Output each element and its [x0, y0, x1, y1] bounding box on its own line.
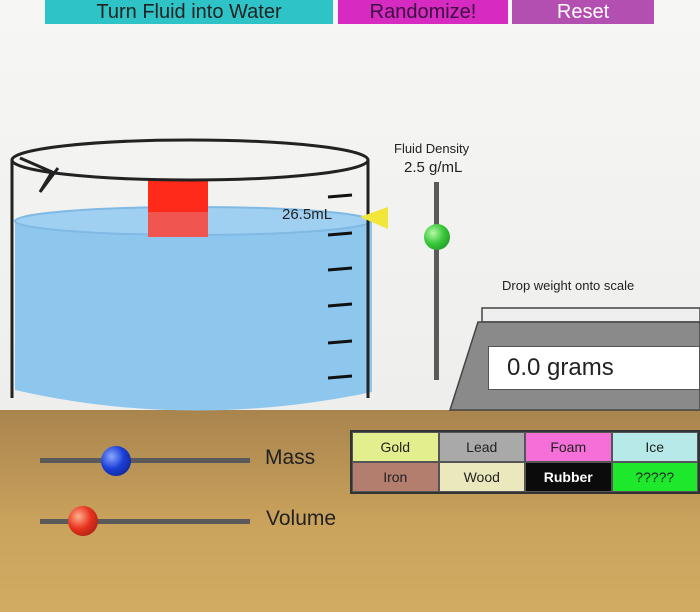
volume-slider-knob[interactable] — [68, 506, 98, 536]
fluid-density-value: 2.5 g/mL — [404, 159, 463, 176]
material-iron-button[interactable]: Iron — [352, 462, 439, 492]
scale-pan — [481, 307, 700, 323]
reset-button[interactable]: Reset — [512, 0, 654, 24]
randomize-button[interactable]: Randomize! — [338, 0, 508, 24]
scale-display: 0.0 grams — [488, 346, 700, 390]
beaker — [10, 138, 372, 411]
graduation-marks — [327, 193, 353, 380]
material-lead-button[interactable]: Lead — [438, 432, 525, 462]
red-block-submerged — [148, 212, 208, 237]
fluid-density-track[interactable] — [434, 182, 439, 380]
material-mystery-button[interactable]: ????? — [611, 462, 698, 492]
beaker-rim — [10, 138, 370, 182]
fluid-density-knob[interactable] — [424, 224, 450, 250]
material-gold-button[interactable]: Gold — [352, 432, 439, 462]
water-fill — [15, 220, 372, 411]
mass-slider-track[interactable] — [40, 458, 250, 463]
fluid-density-title: Fluid Density — [394, 141, 470, 156]
material-ice-button[interactable]: Ice — [611, 432, 698, 462]
volume-pointer-icon — [360, 207, 388, 229]
mass-label: Mass — [265, 446, 316, 469]
material-rubber-button[interactable]: Rubber — [525, 462, 612, 492]
beaker-spout — [19, 156, 60, 193]
volume-label: Volume — [266, 507, 337, 530]
material-wood-button[interactable]: Wood — [438, 462, 525, 492]
scale-reading: 0.0 grams — [507, 354, 614, 381]
mass-slider-knob[interactable] — [101, 446, 131, 476]
volume-slider-track[interactable] — [40, 519, 250, 524]
material-foam-button[interactable]: Foam — [525, 432, 612, 462]
volume-readout: 26.5mL — [282, 206, 333, 223]
scale-hint: Drop weight onto scale — [502, 278, 635, 293]
turn-fluid-into-water-button[interactable]: Turn Fluid into Water — [45, 0, 333, 24]
